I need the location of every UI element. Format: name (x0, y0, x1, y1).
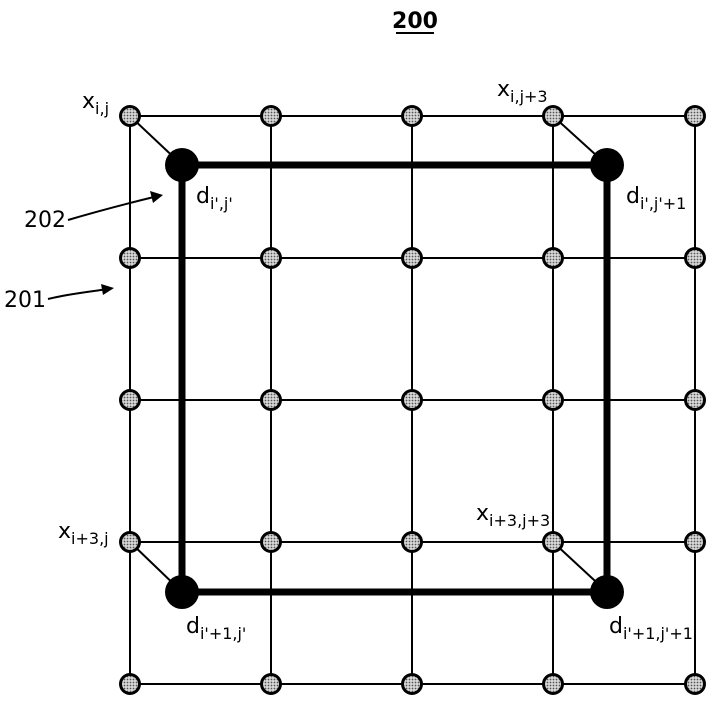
fine-node (545, 676, 561, 692)
leader-arrow-201 (48, 289, 108, 299)
fine-node (263, 108, 279, 124)
reference-label-202: 202 (24, 208, 66, 233)
fine-node (122, 534, 138, 550)
fine-node (263, 392, 279, 408)
fine-node (263, 676, 279, 692)
fine-node (545, 392, 561, 408)
fine-node (404, 676, 420, 692)
fine-node (687, 108, 703, 124)
fine-node (263, 534, 279, 550)
reference-label-201: 201 (4, 288, 46, 313)
fine-node (404, 392, 420, 408)
label-x-top-left: xi,j (82, 89, 109, 118)
label-d-bottom-right: di'+1,j'+1 (609, 614, 693, 643)
fine-node (404, 108, 420, 124)
label-d-bottom-left: di'+1,j' (186, 614, 246, 643)
label-d-top-right: di',j'+1 (626, 184, 686, 213)
figure-number: 200 (392, 9, 438, 34)
fine-node (545, 534, 561, 550)
fine-node (687, 250, 703, 266)
fine-node (122, 392, 138, 408)
coarse-node-top-right (590, 148, 624, 182)
fine-node (122, 108, 138, 124)
fine-node (687, 392, 703, 408)
fine-node (545, 108, 561, 124)
fine-node (404, 250, 420, 266)
fine-node (263, 250, 279, 266)
fine-node (687, 534, 703, 550)
fine-node (545, 250, 561, 266)
arrowhead-202 (150, 191, 163, 203)
label-d-top-left: di',j' (196, 184, 233, 213)
leader-arrow-202 (68, 196, 158, 220)
fine-node (687, 676, 703, 692)
label-x-top-right: xi,j+3 (497, 77, 548, 106)
coarse-node-top-left (165, 148, 199, 182)
fine-node (404, 534, 420, 550)
arrowhead-201 (101, 284, 114, 295)
label-x-bottom-left: xi+3,j (58, 519, 109, 548)
fine-node (122, 250, 138, 266)
label-x-bottom-right: xi+3,j+3 (476, 501, 550, 530)
coarse-node-bottom-left (165, 575, 199, 609)
coarse-node-bottom-right (590, 575, 624, 609)
fine-node (122, 676, 138, 692)
